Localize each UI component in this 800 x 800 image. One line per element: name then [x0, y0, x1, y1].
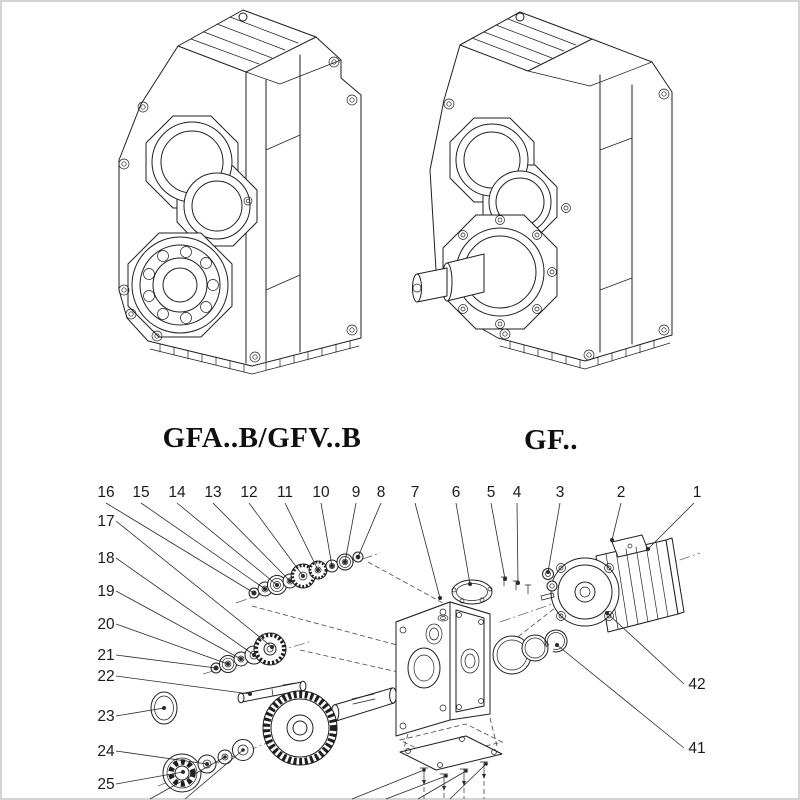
callout-3: 3 — [556, 484, 565, 501]
gasket-and-bolts — [451, 568, 554, 605]
serrated-base — [499, 339, 671, 370]
corner-bolts — [443, 88, 670, 361]
callout-7: 7 — [411, 484, 420, 501]
callout-14: 14 — [168, 484, 186, 501]
exploded-parts-diagram: 16 15 14 13 12 11 10 9 8 7 6 5 4 3 2 1 1… — [97, 484, 706, 800]
bottom-cover-assembly — [398, 717, 504, 799]
callout-numbers: 16 15 14 13 12 11 10 9 8 7 6 5 4 3 2 1 1… — [97, 484, 705, 793]
callout-24: 24 — [97, 743, 115, 760]
gear-housing — [395, 601, 491, 737]
corner-bolts — [118, 56, 358, 363]
cover-screw — [439, 773, 449, 799]
callout-41: 41 — [688, 740, 705, 757]
callout-5: 5 — [487, 484, 496, 501]
small-screw — [524, 584, 532, 595]
output-shaft — [412, 253, 485, 303]
motor-flange — [550, 557, 620, 627]
callout-23: 23 — [97, 708, 114, 725]
model-label-left: GFA..B/GFV..B — [163, 422, 362, 454]
pinion-shaft — [237, 680, 307, 704]
output-shaft-part — [330, 687, 397, 722]
callout-42: 42 — [688, 676, 705, 693]
callout-11: 11 — [277, 484, 293, 501]
callout-6: 6 — [452, 484, 461, 501]
callout-9: 9 — [352, 484, 361, 501]
vent-hole — [515, 12, 525, 22]
callout-18: 18 — [97, 550, 114, 567]
output-gear-parts — [150, 687, 397, 793]
callout-21: 21 — [97, 647, 114, 664]
intermediate-shaft-parts — [210, 632, 307, 704]
callout-4: 4 — [513, 484, 522, 501]
callout-17: 17 — [97, 513, 114, 530]
cover-screw — [459, 768, 469, 799]
model-label-right: GF.. — [524, 424, 578, 456]
cover-screw — [479, 761, 489, 799]
callout-10: 10 — [312, 484, 330, 501]
gearbox-flange-model-drawing — [118, 9, 362, 375]
callout-20: 20 — [97, 616, 115, 633]
gearbox-shaft-model-drawing — [412, 11, 673, 370]
callout-16: 16 — [97, 484, 114, 501]
callout-13: 13 — [204, 484, 221, 501]
callout-8: 8 — [377, 484, 386, 501]
serrated-base — [149, 340, 360, 375]
callout-2: 2 — [617, 484, 626, 501]
electric-motor — [540, 534, 685, 633]
callout-22: 22 — [97, 668, 114, 685]
helical-gear — [262, 690, 338, 766]
callout-12: 12 — [240, 484, 257, 501]
callout-19: 19 — [97, 583, 114, 600]
callout-15: 15 — [132, 484, 149, 501]
output-flange — [442, 214, 558, 330]
adapter-rings — [492, 629, 568, 675]
callout-25: 25 — [97, 776, 114, 793]
lower-bore — [183, 172, 251, 240]
callout-1: 1 — [693, 484, 702, 501]
callout-leader-lines — [105, 502, 695, 800]
vent-hole — [238, 12, 248, 22]
